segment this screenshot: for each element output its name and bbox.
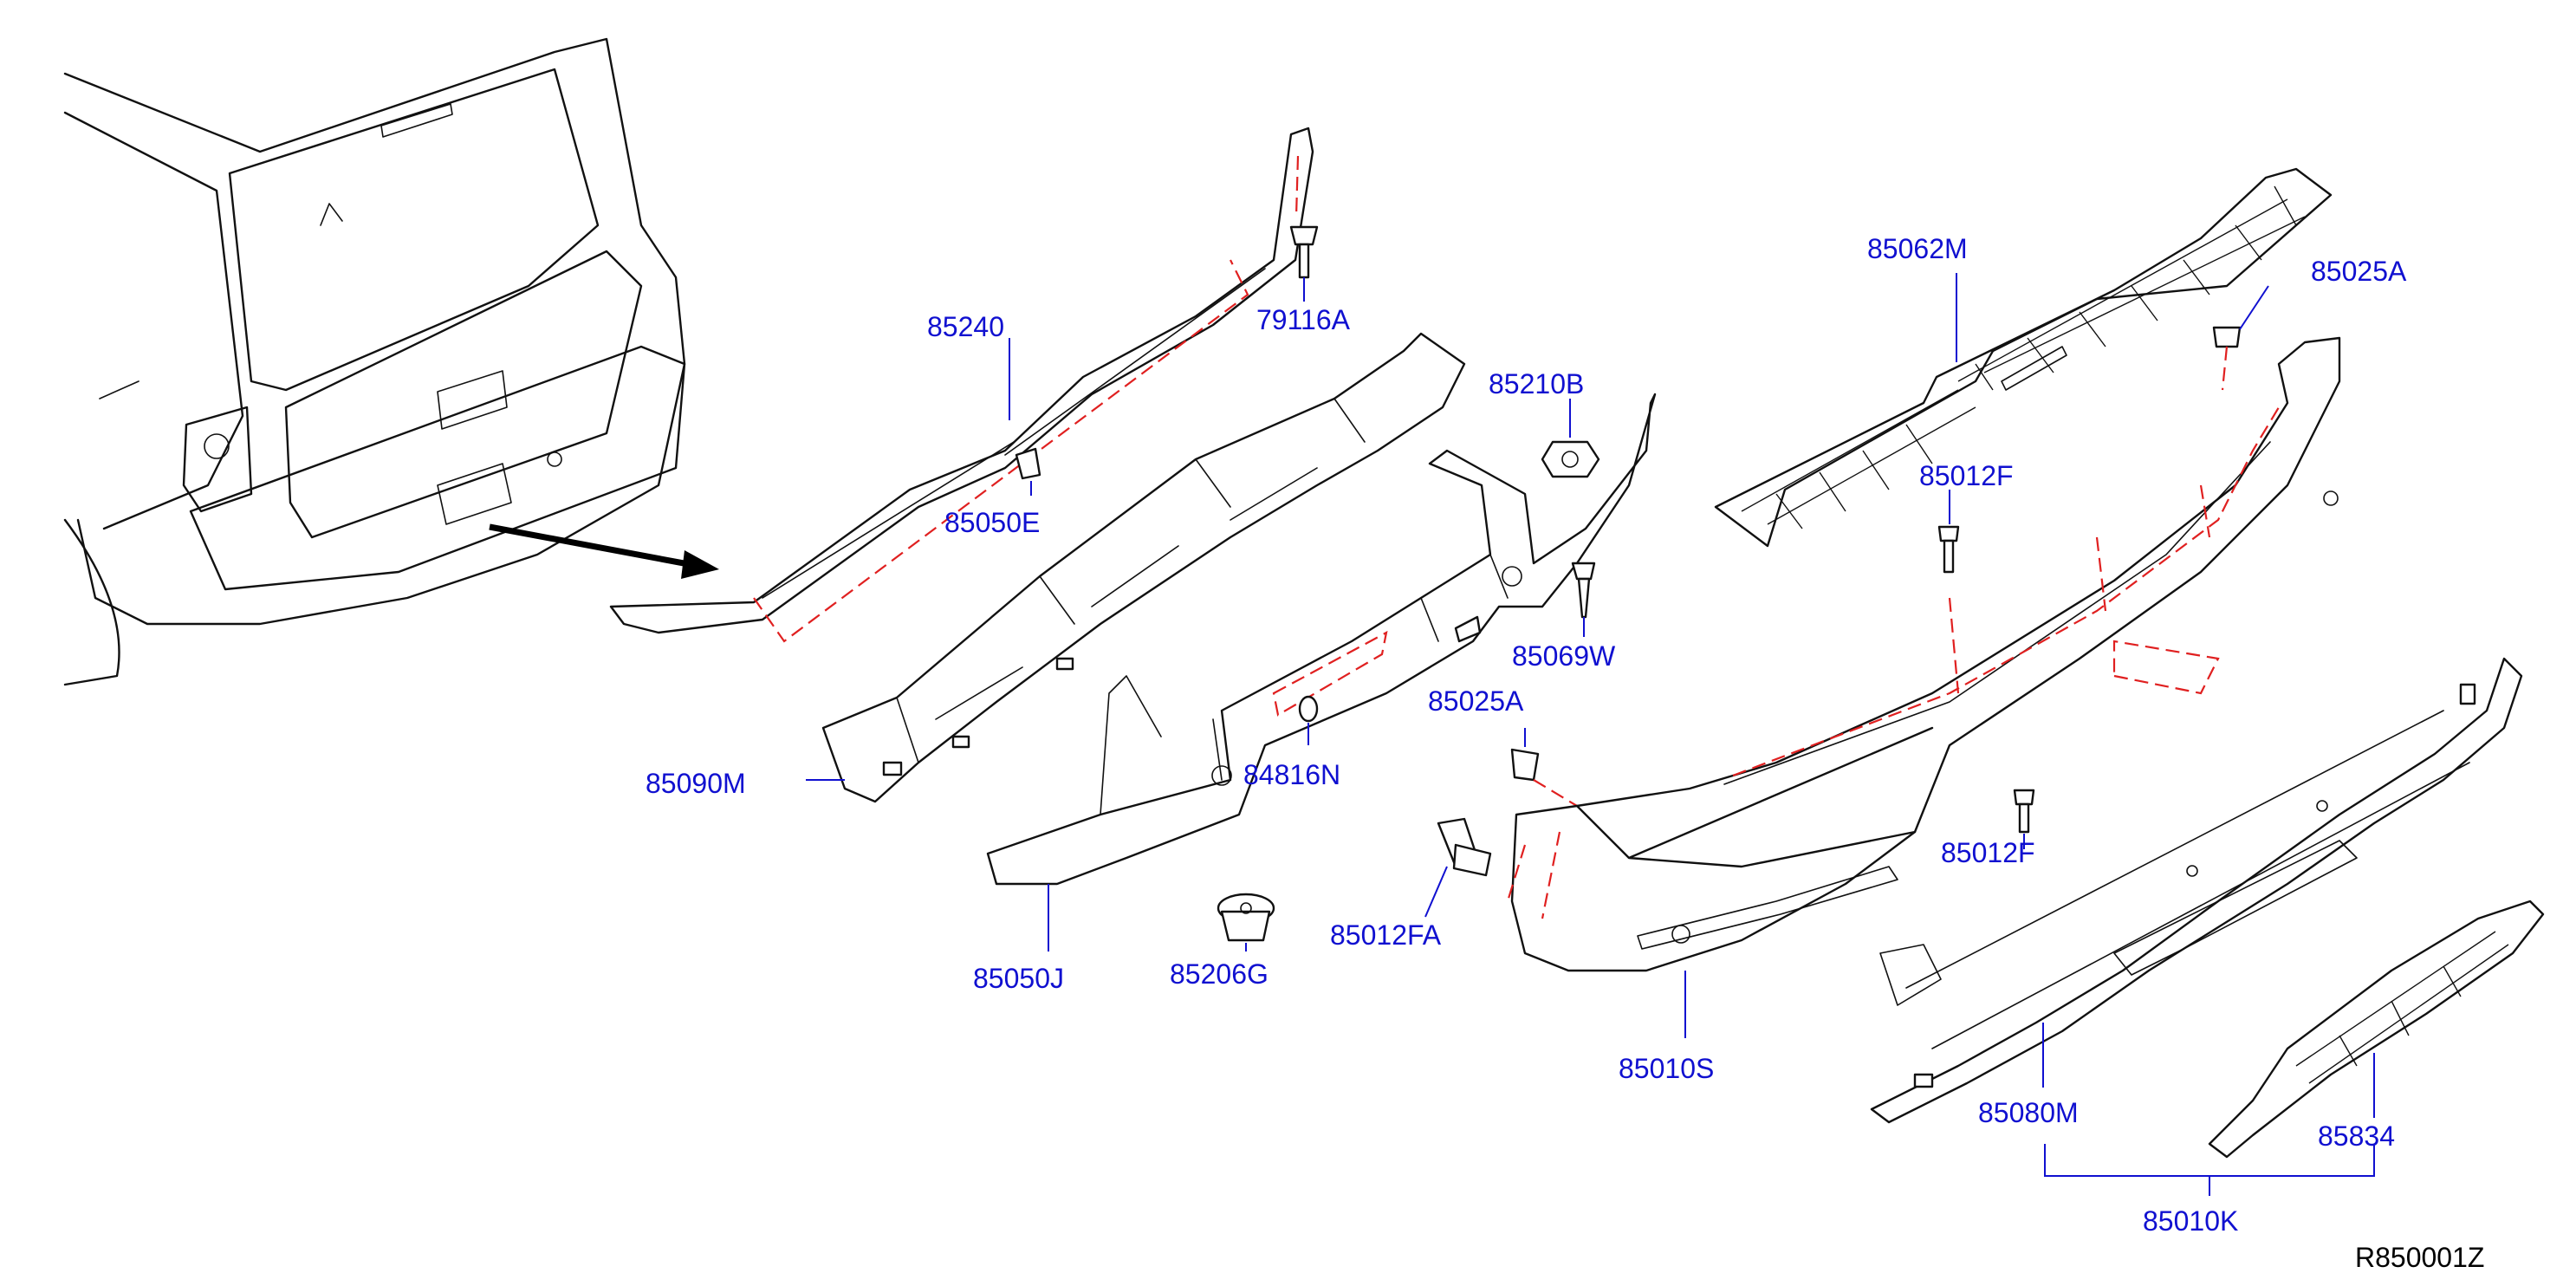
label-85025A-mid: 85025A: [1428, 685, 1524, 717]
part-85050J-bracket: [986, 393, 1657, 886]
part-85210B-nut: [1541, 440, 1600, 478]
label-84816N: 84816N: [1243, 759, 1340, 790]
vehicle-rear-illustration: [63, 37, 686, 686]
part-85834-step: [2208, 900, 2545, 1159]
part-85080M-reinforcement: [1870, 657, 2523, 1124]
label-85062M: 85062M: [1867, 233, 1968, 264]
label-85012F-top: 85012F: [1919, 460, 2014, 491]
label-85080M: 85080M: [1978, 1097, 2079, 1128]
label-85090M: 85090M: [646, 768, 746, 799]
label-85069W: 85069W: [1512, 640, 1616, 672]
part-85010S-bumper-fascia: [1506, 336, 2341, 972]
part-84816N-grommet: [1298, 695, 1319, 723]
label-85025A-top: 85025A: [2311, 256, 2407, 287]
part-85240-strip: [609, 127, 1314, 643]
part-85012F-screw-bottom: [2013, 789, 2035, 834]
label-85010K: 85010K: [2143, 1205, 2238, 1237]
part-85025A-fastener-top: [2212, 326, 2242, 391]
part-85090M-absorber: [821, 332, 1466, 803]
part-85050E-clip: [1015, 447, 1041, 480]
label-85240: 85240: [927, 311, 1004, 342]
label-85010S: 85010S: [1619, 1053, 1714, 1084]
part-85069W-screw: [1571, 562, 1596, 619]
diagram-reference-code: R850001Z: [2355, 1242, 2484, 1273]
direction-arrow: [489, 523, 719, 579]
label-85050E: 85050E: [944, 507, 1040, 538]
label-79116A: 79116A: [1256, 304, 1351, 335]
part-85012F-screw-top: [1937, 525, 1960, 574]
label-85050J: 85050J: [973, 963, 1064, 994]
label-85210B: 85210B: [1489, 368, 1584, 399]
label-85012F-bottom: 85012F: [1941, 837, 2035, 868]
label-85834: 85834: [2318, 1120, 2395, 1152]
part-85062M-step-pad: [1714, 167, 2333, 548]
group-bracket-85010K: [2044, 1144, 2375, 1196]
part-85012FA-clip: [1437, 817, 1492, 877]
part-85025A-fastener-mid: [1510, 748, 1578, 807]
label-85012FA: 85012FA: [1330, 919, 1442, 951]
leader-lines: [806, 273, 2375, 1118]
label-85206G: 85206G: [1170, 958, 1269, 990]
part-85206G-rivet: [1217, 893, 1275, 942]
